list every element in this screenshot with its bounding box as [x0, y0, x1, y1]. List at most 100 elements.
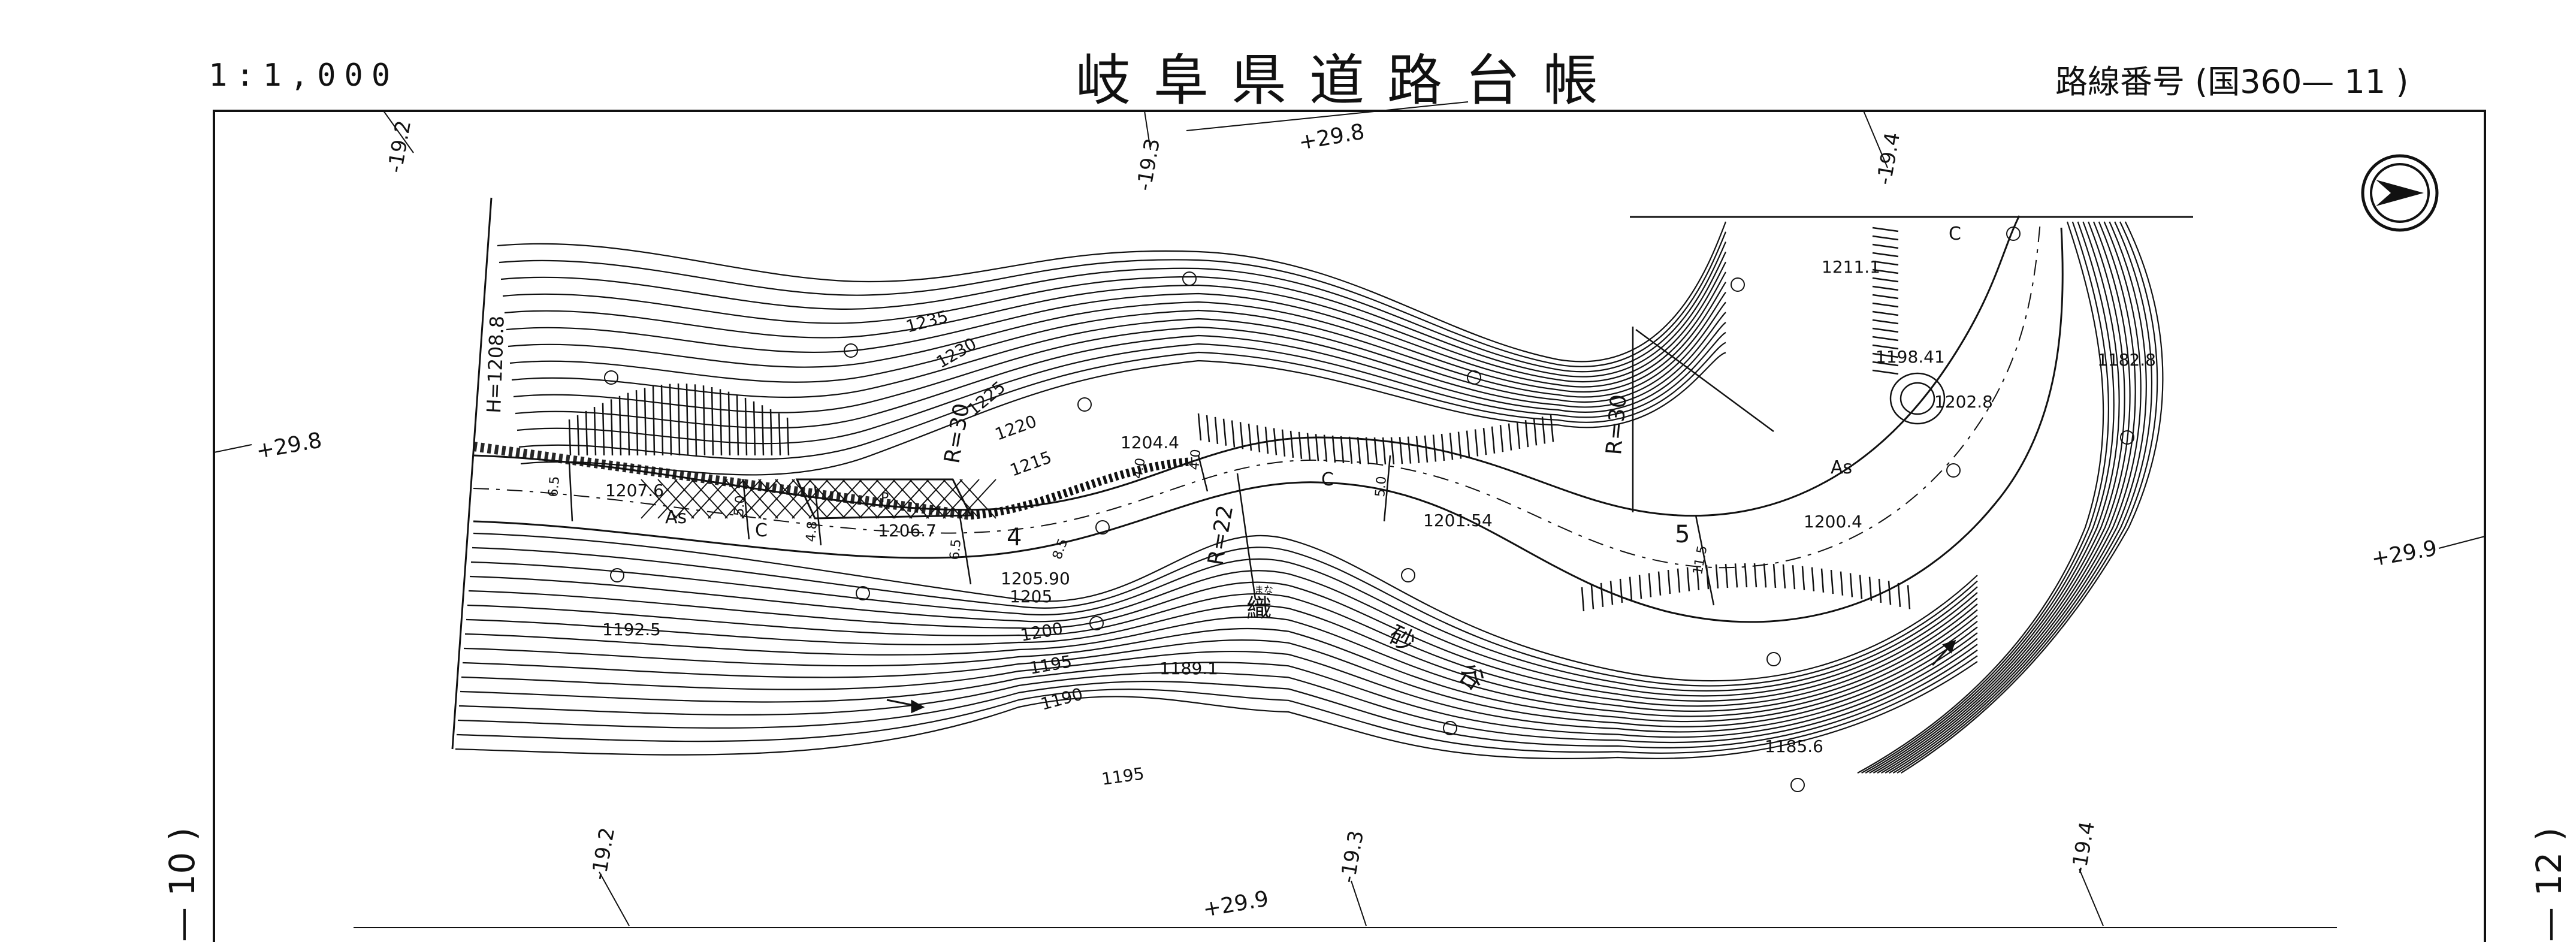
hatch-line [1256, 425, 1261, 452]
survey-marker [1731, 277, 1745, 292]
flow-arrows [886, 639, 1956, 714]
road-edge-lower [473, 227, 2064, 623]
contour-line [520, 352, 1726, 476]
river-name-1: 織 [1246, 594, 1272, 623]
contour-line [468, 581, 1978, 702]
route-number: 路線番号 (国360— 11 ) [2055, 55, 2408, 102]
station-5: 5 [1675, 521, 1690, 548]
hatch-line [711, 387, 714, 456]
contour-labels: 1235 1230 1225 1220 1215 1205 1200 1195 … [904, 306, 1145, 789]
contour-line [1896, 221, 2158, 774]
hatch-line [1289, 430, 1294, 458]
elevation-labels: 1207.6 1206.7 1205.90 1201.54 1200.4 119… [602, 257, 2156, 756]
hatch-line [1897, 582, 1901, 607]
contour-line [1877, 221, 2131, 774]
lower-contours [455, 532, 1978, 759]
flow-arrow-head [1942, 639, 1956, 654]
map-frame [213, 110, 2486, 942]
contour-line [500, 241, 1727, 373]
contour-line [470, 558, 1978, 692]
grid-line [1863, 110, 1888, 168]
hatch-line [1619, 578, 1623, 603]
hatch-line [778, 413, 781, 456]
hatch-line [1657, 571, 1662, 596]
hatch-line [1281, 429, 1286, 457]
contour-line [1885, 221, 2142, 774]
hatch-line [1696, 566, 1700, 590]
contour-line [518, 342, 1726, 460]
contour-line [456, 655, 1978, 754]
hatch-line [1872, 227, 1899, 233]
elevation-11891: 1189.1 [1159, 659, 1218, 678]
contour-line [469, 570, 1978, 697]
elevation-12111: 1211.1 [1822, 257, 1880, 277]
radius-line [1635, 328, 1774, 433]
hatch-line [1782, 564, 1786, 589]
grid-label-bottom-192: -19.2 [587, 826, 620, 882]
map-scale: 1:1,000 [209, 58, 399, 93]
contour-line [513, 312, 1726, 413]
grid-label-bottom-194: -19.4 [2067, 820, 2100, 876]
hatch-line [1365, 437, 1370, 464]
hatch-line [1686, 567, 1690, 591]
section-line [814, 485, 822, 546]
contour-line [1857, 221, 2104, 774]
hatch-line [1197, 413, 1202, 441]
hatch-line [585, 410, 588, 456]
hatch-line [568, 419, 572, 456]
hatch-line [602, 403, 605, 456]
contour-line [472, 547, 1978, 687]
curb-label: C [755, 520, 768, 541]
hatch-line [1590, 585, 1594, 609]
grid-line [1186, 101, 1469, 131]
elevation-120154: 1201.54 [1423, 511, 1493, 530]
grid-label-top-298: +29.8 [1297, 119, 1366, 155]
survey-marker [1182, 271, 1197, 286]
parking-outline [795, 478, 973, 520]
mound [1889, 372, 1946, 425]
hatch-line [1859, 575, 1863, 599]
hatch-line [652, 386, 656, 456]
hatch-line [1872, 344, 1899, 350]
benchmark-label: H=1208.8 [482, 315, 509, 413]
hatch-line [660, 385, 664, 456]
hatch-line [1677, 568, 1681, 593]
width-label: 5.0 [1373, 475, 1390, 497]
hatch-line [1830, 569, 1834, 594]
width-label: 4.0 [1187, 448, 1204, 470]
north-arrow-icon [2361, 154, 2439, 232]
hatch-line [1340, 436, 1345, 464]
hatch-line [1348, 436, 1353, 464]
coordinate-grid [213, 101, 2486, 928]
contour-line [508, 282, 1726, 393]
hatch-line [1638, 575, 1642, 599]
slope-hatching [568, 227, 1911, 612]
hatch-line [576, 415, 580, 456]
contour-line [509, 291, 1726, 398]
hatch-line [1868, 576, 1873, 601]
elevation-120590: 1205.90 [1001, 569, 1070, 588]
hatch-line [1382, 437, 1387, 465]
contour-line [511, 301, 1726, 403]
survey-marker [1089, 616, 1104, 630]
contour-line [1861, 221, 2110, 774]
contour-line [464, 615, 1978, 717]
contour-line [1892, 221, 2153, 774]
elevation-11925: 1192.5 [602, 620, 661, 639]
hatch-line [1214, 416, 1219, 444]
road-edge-upper [473, 215, 2021, 517]
hatch-line [702, 385, 706, 456]
survey-marker [1095, 520, 1110, 535]
hatch-line [1449, 433, 1454, 460]
hatch-line [1491, 426, 1496, 454]
hatch-line [1407, 436, 1412, 464]
hatch-line [1772, 563, 1777, 588]
hatch-line [1516, 421, 1521, 449]
contour-line [462, 626, 1978, 727]
grid-line [2079, 868, 2104, 926]
hatch-line [1878, 578, 1882, 603]
hatch-line [1753, 563, 1757, 588]
contour-line [506, 271, 1726, 388]
hatch-line [1811, 567, 1815, 591]
hatch-line [1357, 437, 1361, 464]
